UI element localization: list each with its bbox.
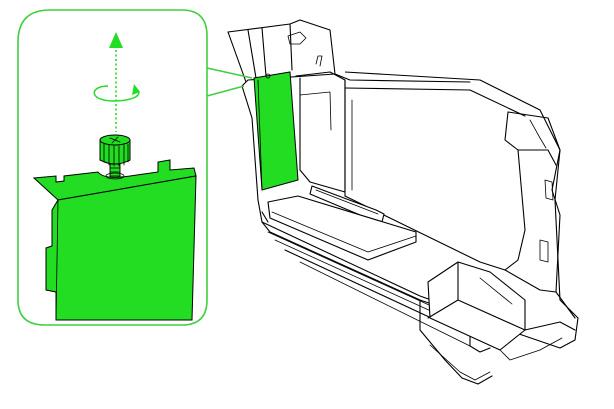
bracket-panel (34, 160, 196, 320)
callout-bubble (18, 10, 207, 325)
installed-bracket-highlight (254, 72, 298, 190)
